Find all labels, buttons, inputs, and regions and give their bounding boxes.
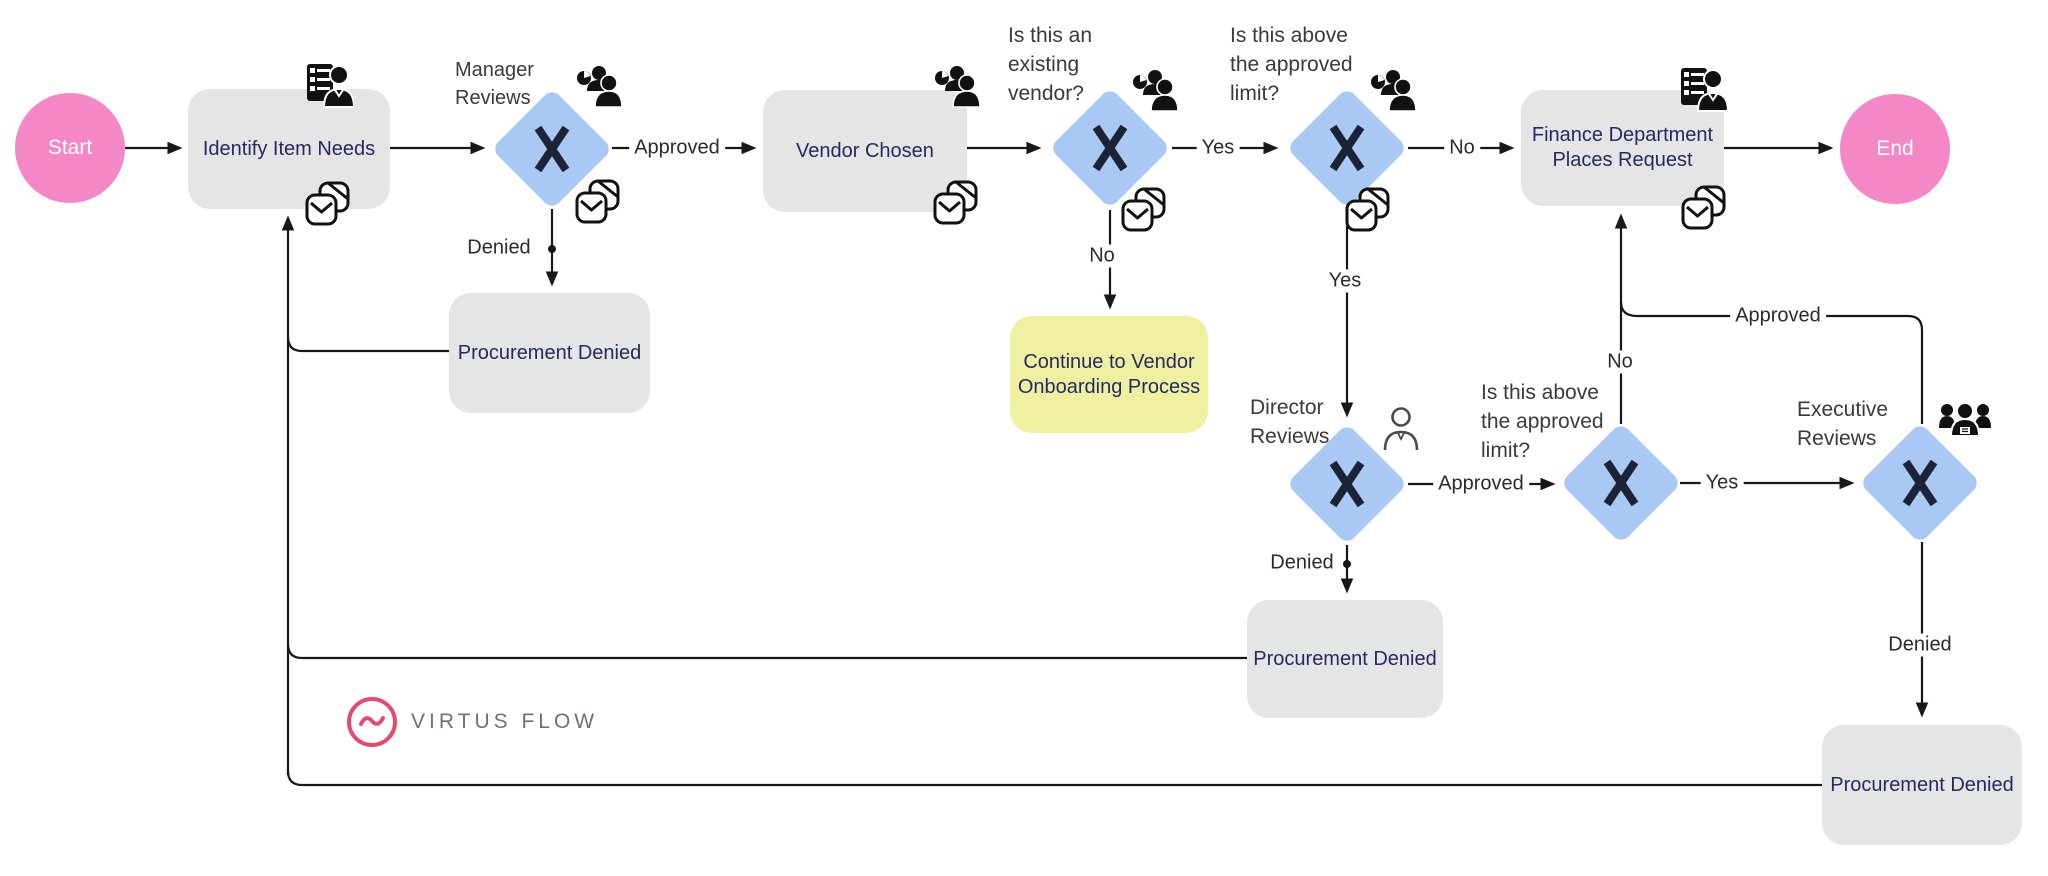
- wave-circle-icon: [347, 697, 397, 747]
- stacked-mail-icon: [933, 180, 978, 225]
- task-label: Vendor Chosen: [796, 139, 934, 162]
- stacked-mail-icon: [1121, 187, 1166, 232]
- end-event-label: End: [1876, 137, 1914, 160]
- person-outline-icon: [1383, 407, 1419, 451]
- exclusive-gateway-x-icon: [1329, 460, 1365, 508]
- stacked-mail-icon: [305, 181, 350, 226]
- task-finance-places-request[interactable]: Finance Department Places Request: [1521, 90, 1724, 206]
- edge-label-no: No: [1084, 244, 1120, 268]
- task-label: Continue to Vendor Onboarding Process: [1017, 350, 1201, 398]
- gateway-above-limit-1[interactable]: [1286, 87, 1408, 209]
- gateway-label-above-limit-2: Is this above the approved limit?: [1481, 381, 1604, 462]
- task-vendor-chosen[interactable]: Vendor Chosen: [763, 90, 967, 212]
- exclusive-gateway-x-icon: [1092, 124, 1128, 172]
- edge-label-approved: Approved: [1730, 304, 1826, 328]
- task-procurement-denied-1[interactable]: Procurement Denied: [449, 293, 650, 413]
- stacked-mail-icon: [1681, 185, 1726, 230]
- two-people-icon: [577, 66, 622, 108]
- connector-denied1-return: [286, 336, 449, 353]
- checklist-person-icon: [1681, 68, 1728, 112]
- edge-label-no: No: [1444, 136, 1480, 160]
- gateway-label-executive-reviews: Executive Reviews: [1797, 398, 1889, 450]
- exclusive-gateway-x-icon: [1603, 459, 1639, 507]
- edge-label-yes: Yes: [1323, 269, 1367, 293]
- gateway-label-above-limit-1: Is this above the approved limit?: [1230, 24, 1353, 105]
- task-continue-vendor-onboarding[interactable]: Continue to Vendor Onboarding Process: [1010, 316, 1208, 433]
- denied-dot-2: [1343, 560, 1351, 568]
- edge-label-yes: Yes: [1196, 136, 1240, 160]
- two-people-icon: [935, 66, 980, 108]
- task-label: Procurement Denied: [1253, 647, 1437, 670]
- connector-denied3-return: [286, 770, 1822, 787]
- task-identify-item-needs[interactable]: Identify Item Needs: [188, 89, 390, 209]
- logo-text: VIRTUS FLOW: [411, 710, 599, 733]
- edge-label-no: No: [1602, 350, 1638, 374]
- end-event[interactable]: End: [1840, 94, 1950, 204]
- connector-executive-finance-approved: [1619, 301, 1924, 424]
- exclusive-gateway-x-icon: [1902, 459, 1938, 507]
- task-label: Identify Item Needs: [202, 137, 376, 160]
- two-people-icon: [1371, 70, 1416, 112]
- edge-label-denied: Denied: [1270, 551, 1334, 574]
- exclusive-gateway-x-icon: [1329, 124, 1365, 172]
- denied-dot-1: [548, 245, 556, 253]
- task-label: Procurement Denied: [1830, 773, 2014, 796]
- two-people-icon: [1133, 70, 1178, 112]
- gateway-above-limit-2[interactable]: [1560, 422, 1682, 544]
- gateway-label-existing-vendor: Is this an existing vendor?: [1008, 24, 1093, 105]
- task-label: Finance Department Places Request: [1531, 124, 1714, 171]
- edge-label-denied: Denied: [467, 236, 531, 259]
- gateway-label-director-reviews: Director Reviews: [1250, 396, 1330, 448]
- task-procurement-denied-2[interactable]: Procurement Denied: [1247, 600, 1443, 718]
- exclusive-gateway-x-icon: [534, 125, 570, 173]
- gateway-existing-vendor[interactable]: [1049, 87, 1171, 209]
- gateway-manager-reviews[interactable]: [491, 88, 613, 210]
- start-event-label: Start: [47, 136, 93, 159]
- gateway-label-manager-reviews: Manager Reviews: [455, 59, 534, 109]
- edge-label-approved: Approved: [629, 136, 725, 160]
- edge-label-denied: Denied: [1883, 633, 1957, 657]
- checklist-person-icon: [307, 64, 354, 108]
- connector-denied2-return: [286, 643, 1247, 660]
- gateway-executive-reviews[interactable]: [1859, 422, 1981, 544]
- three-people-icon: [1939, 402, 1991, 437]
- task-label: Procurement Denied: [457, 341, 642, 364]
- stacked-mail-icon: [1345, 187, 1390, 232]
- gateway-director-reviews[interactable]: [1286, 423, 1408, 545]
- edge-label-approved: Approved: [1433, 472, 1529, 496]
- start-event[interactable]: Start: [15, 93, 125, 203]
- virtus-flow-logo: VIRTUS FLOW: [347, 697, 598, 747]
- stacked-mail-icon: [575, 179, 620, 224]
- task-procurement-denied-3[interactable]: Procurement Denied: [1822, 725, 2022, 845]
- edge-label-yes: Yes: [1700, 471, 1744, 495]
